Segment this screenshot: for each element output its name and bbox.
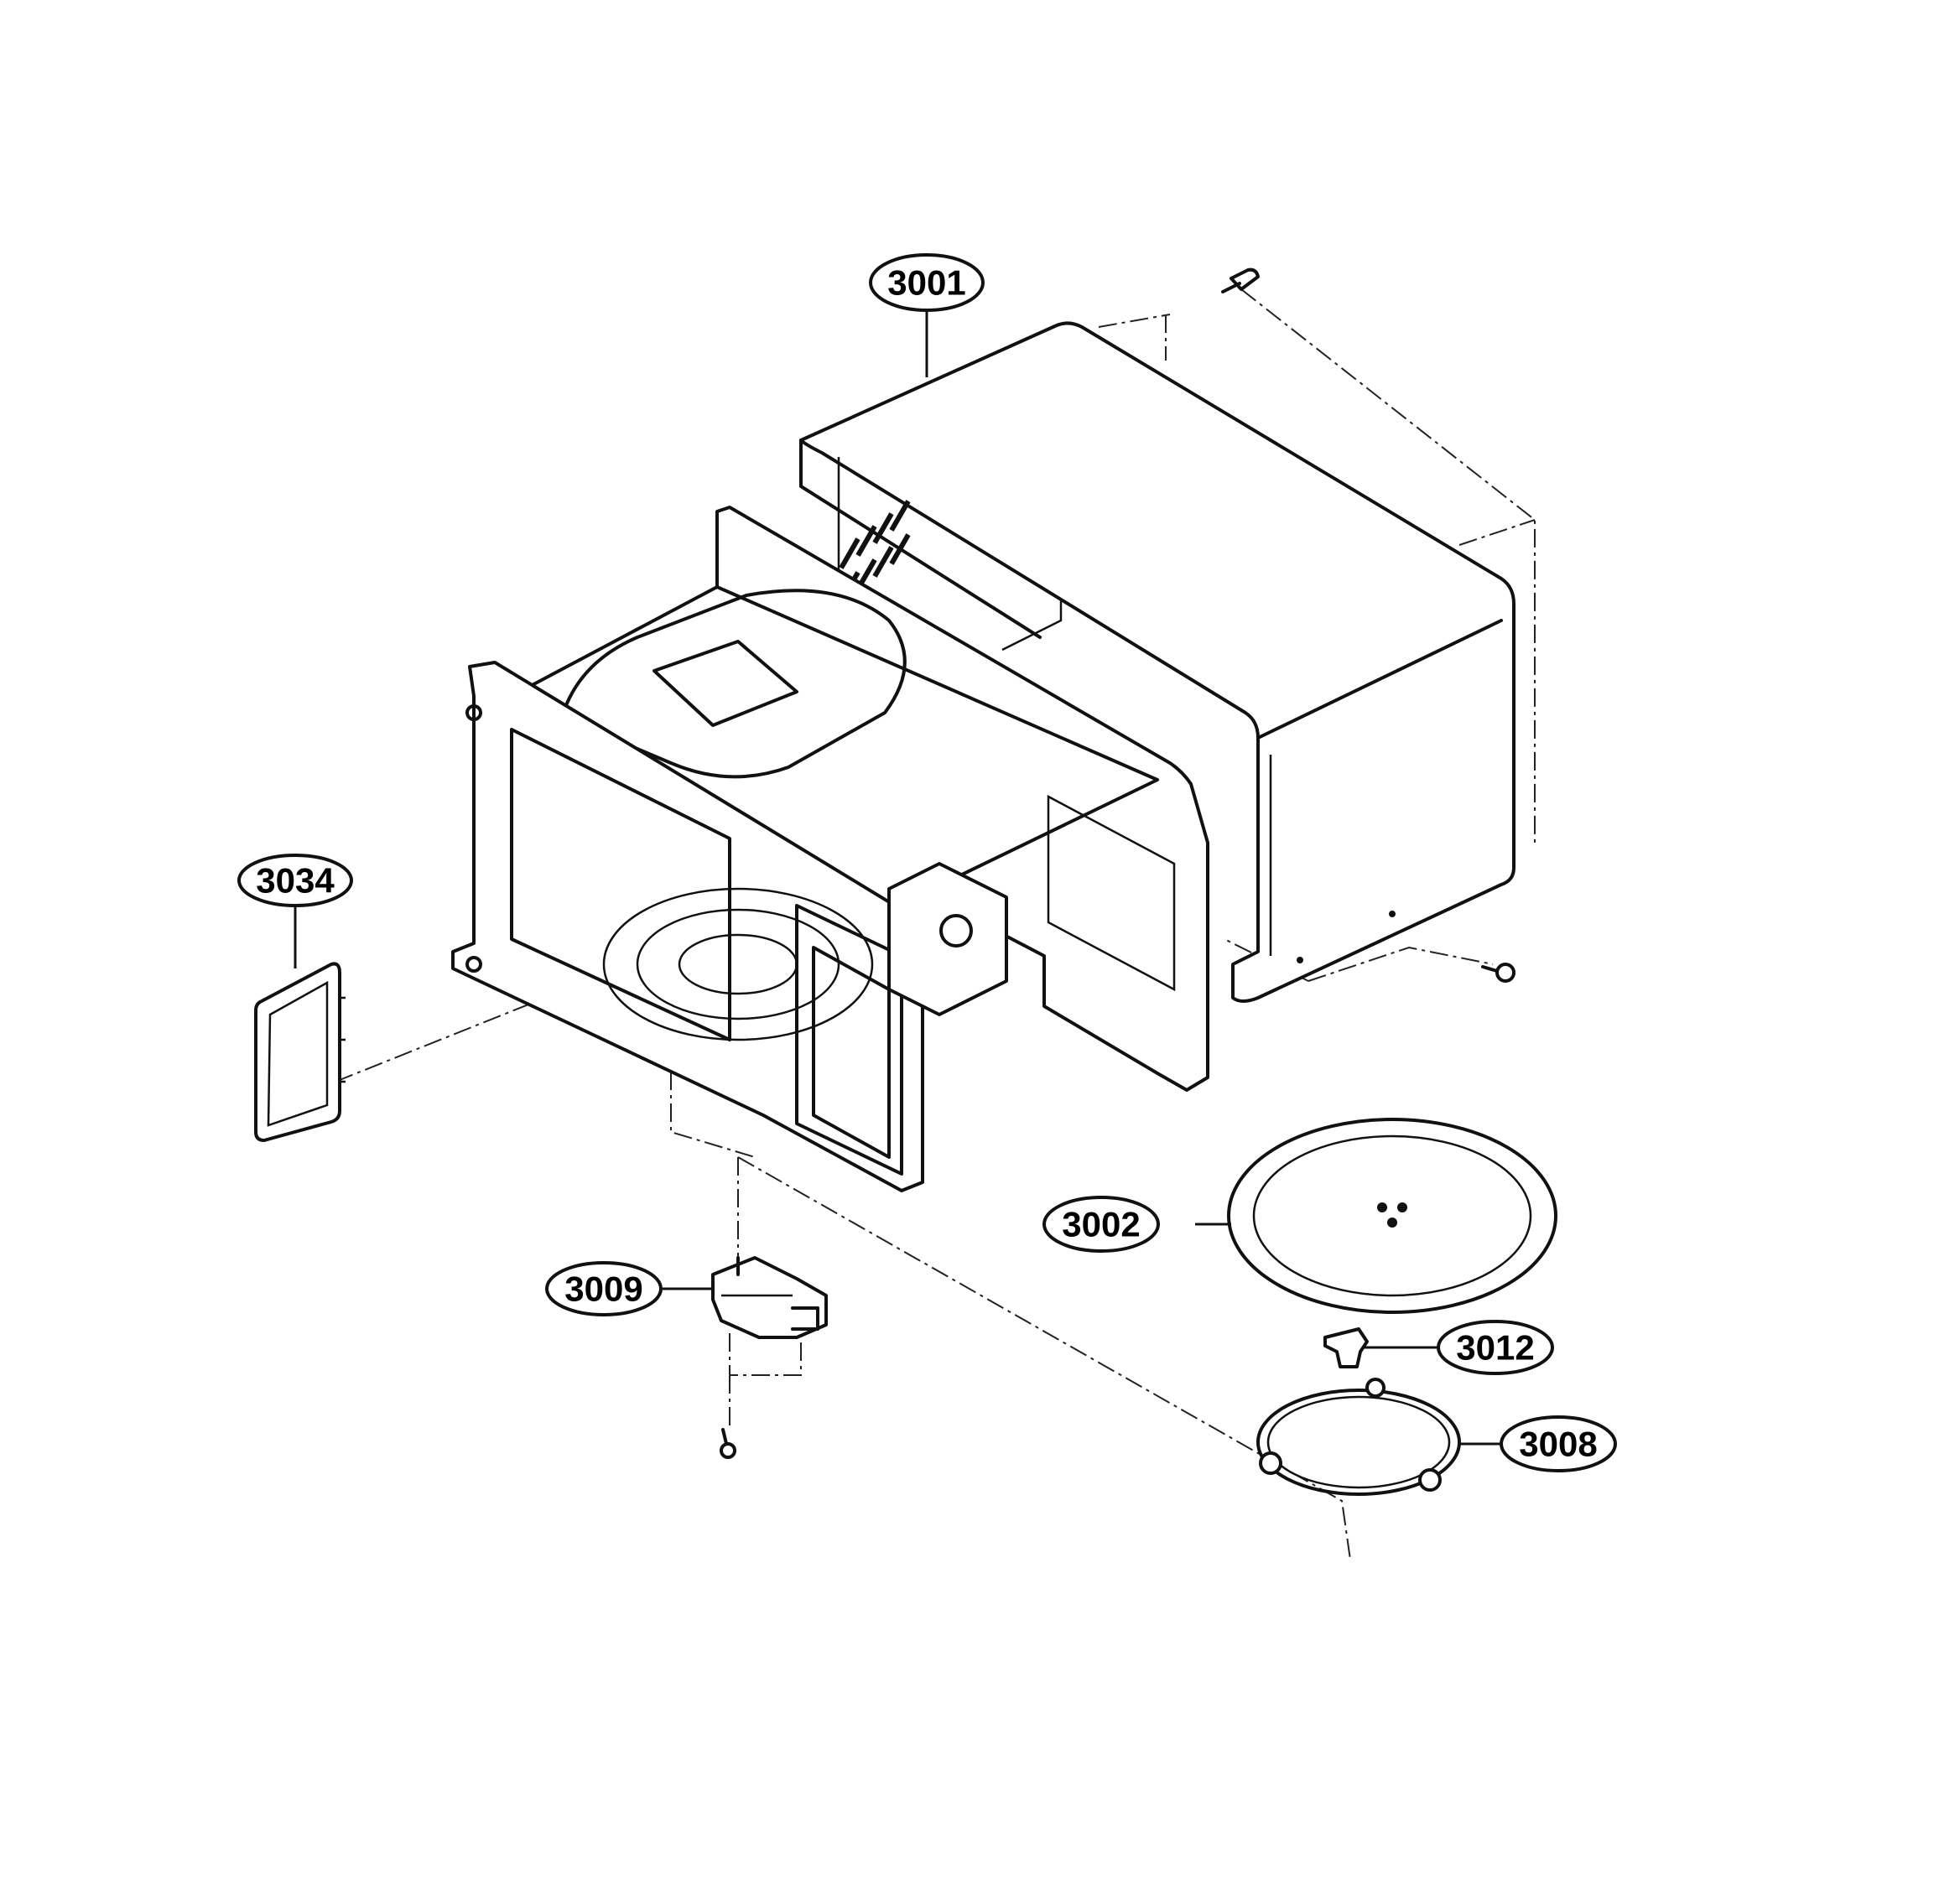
coupler: [1323, 1327, 1369, 1368]
callout-3002-text: 3002: [1062, 1205, 1140, 1244]
callout-3012: 3012: [1437, 1320, 1554, 1375]
callout-3002: 3002: [1042, 1196, 1160, 1253]
leader-lines: [294, 310, 1501, 1446]
oven-chassis: [451, 506, 1209, 1192]
callout-3009: 3009: [545, 1261, 663, 1316]
callout-3008: 3008: [1500, 1415, 1617, 1472]
callout-3001-text: 3001: [887, 263, 965, 303]
outer-cabinet: [799, 321, 1515, 1003]
waveguide-cover: [254, 962, 346, 1142]
screw-top: [1221, 267, 1260, 293]
callout-3034-text: 3034: [256, 861, 335, 901]
callout-3009-text: 3009: [564, 1269, 642, 1309]
callout-3008-text: 3008: [1519, 1425, 1597, 1464]
callout-3034: 3034: [237, 854, 353, 907]
callout-3012-text: 3012: [1456, 1328, 1534, 1368]
roller-ring: [1256, 1378, 1461, 1496]
glass-tray: [1227, 1118, 1557, 1314]
screw-right: [1481, 963, 1515, 983]
turntable-motor: [711, 1256, 828, 1339]
callout-3001: 3001: [869, 253, 985, 312]
screw-bottom: [720, 1428, 736, 1459]
